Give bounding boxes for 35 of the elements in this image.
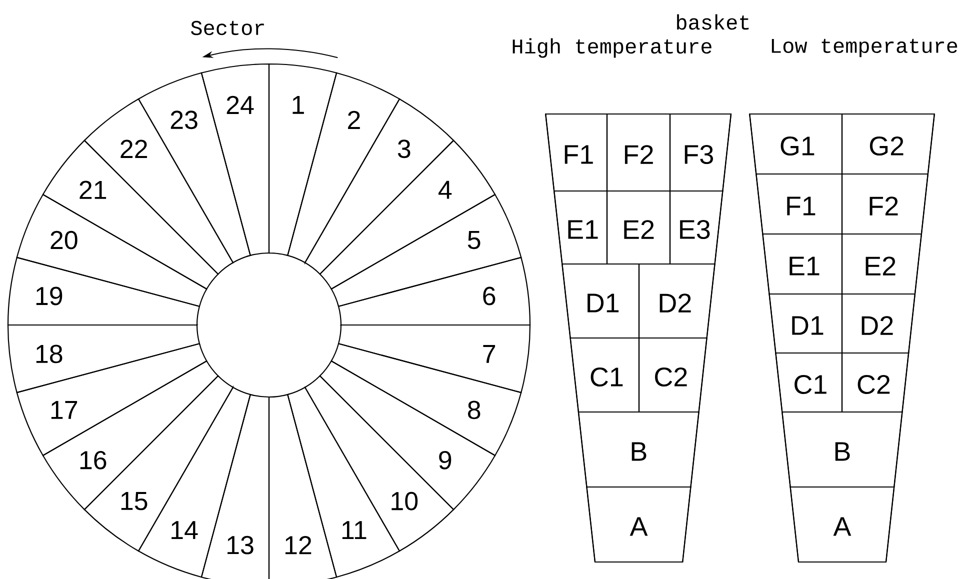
node-label: Low temperature [772, 38, 958, 58]
basket-cell: E3 [669, 190, 724, 265]
basket-cell: D2 [841, 293, 916, 354]
basket-cell: F2 [841, 173, 929, 235]
basket-cell: F2 [606, 113, 671, 192]
basket-cell: G2 [841, 113, 936, 175]
basket-cell: C2 [841, 352, 910, 413]
sector: 1 [268, 63, 338, 256]
basket-cell: C2 [638, 337, 708, 413]
basket-cell: B [782, 411, 903, 488]
basket-cell: A [586, 486, 692, 563]
basket-cell: D1 [562, 263, 640, 339]
basket-cell: E2 [606, 190, 671, 265]
basket-cell: D1 [768, 293, 843, 354]
sector: 13 [200, 394, 270, 579]
basket-cell: E2 [841, 233, 922, 295]
basket-cell: F1 [545, 113, 608, 192]
basket-cell: E1 [762, 233, 843, 295]
sector: 24 [200, 63, 270, 256]
sector: 19 [7, 256, 200, 326]
sector: 7 [338, 324, 531, 394]
heading: Sector [191, 20, 264, 36]
heading: basket [677, 14, 749, 30]
basket-cell: C1 [570, 337, 640, 413]
basket-cell: G1 [749, 113, 843, 175]
sector: 12 [268, 394, 338, 579]
node-label: High temperature [512, 38, 712, 58]
basket-cell: C1 [775, 352, 843, 413]
basket-cell: F1 [756, 173, 843, 235]
sector: 18 [7, 324, 200, 394]
sector: 6 [338, 256, 531, 326]
basket-cell: A [790, 486, 895, 563]
basket-cell: B [578, 411, 700, 488]
basket-cell: D2 [638, 263, 716, 339]
basket-cell: F3 [669, 113, 732, 192]
